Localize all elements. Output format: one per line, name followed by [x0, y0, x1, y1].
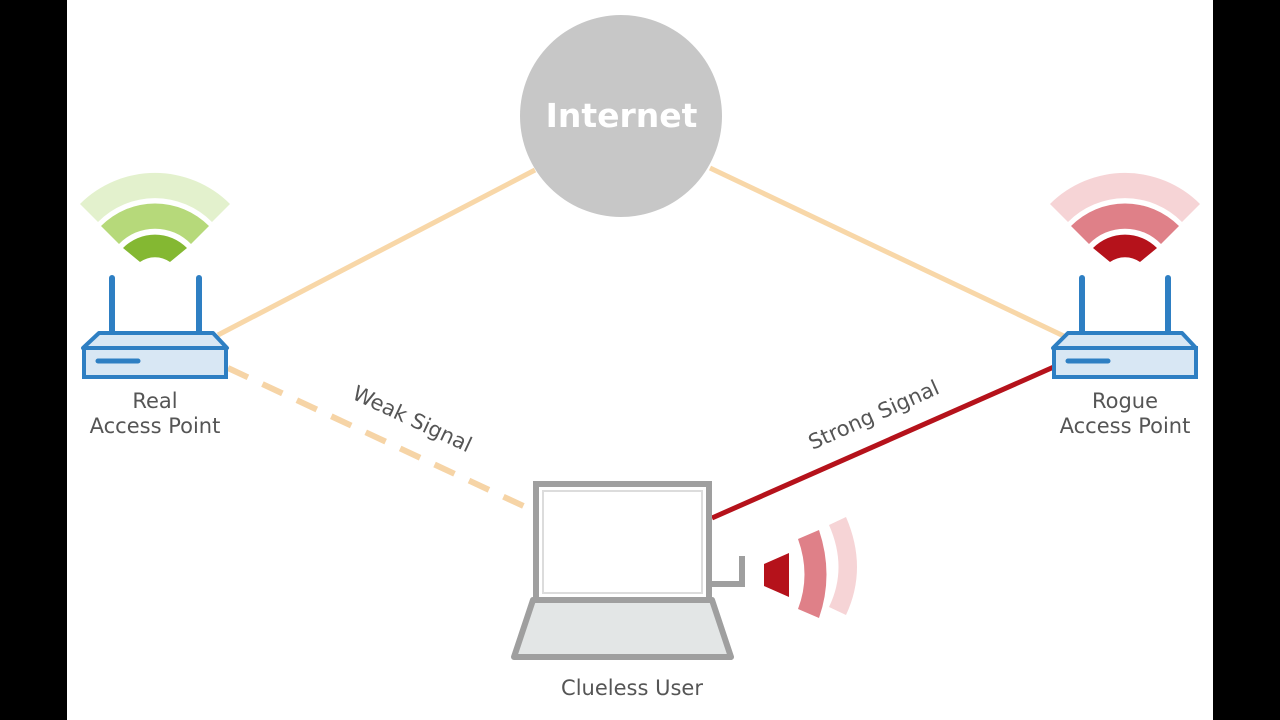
- rogue-ap-label-line2: Access Point: [1059, 414, 1191, 438]
- laptop-icon: [511, 481, 745, 660]
- real-access-point-icon: [81, 275, 229, 379]
- real-ap-label-line1: Real: [132, 389, 178, 413]
- real-ap-label: Real Access Point: [66, 389, 244, 439]
- rogue-access-point-icon: [1051, 275, 1198, 379]
- laptop-wifi-emission-icon: [764, 517, 857, 618]
- rogue-ap-label: Rogue Access Point: [1036, 389, 1214, 439]
- real-ap-to-internet-link: [216, 167, 537, 338]
- rogue-ap-label-line1: Rogue: [1091, 389, 1159, 413]
- clueless-user-label: Clueless User: [561, 676, 703, 700]
- internet-label: Internet: [545, 96, 698, 135]
- strong-signal-link: [710, 363, 1058, 521]
- real-ap-label-line2: Access Point: [89, 414, 221, 438]
- internet-to-rogue-ap-link: [708, 165, 1070, 341]
- rogue-ap-wifi-icon: [1050, 172, 1200, 262]
- real-ap-wifi-icon: [80, 172, 230, 262]
- internet-node: [520, 15, 722, 217]
- weak-signal-link: [226, 365, 534, 513]
